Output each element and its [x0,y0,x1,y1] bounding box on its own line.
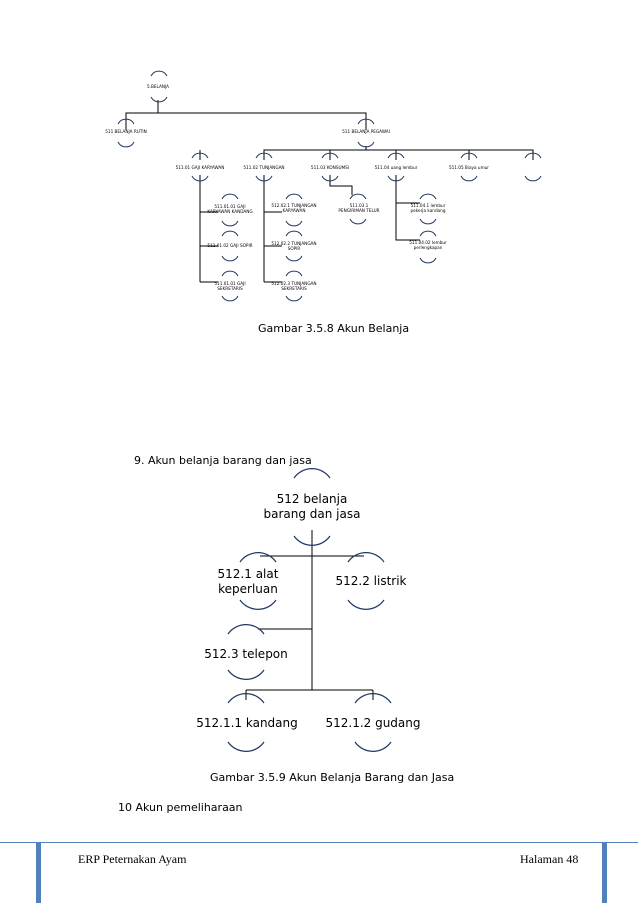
node-gaji-sopir: 511.01.02 GAJI SOPIR [207,243,253,248]
node-belanja: 5.BELANJA [147,84,169,89]
section-heading: 9. Akun belanja barang dan jasa [134,454,312,467]
figure-caption: Gambar 3.5.8 Akun Belanja [258,322,410,335]
connector-line [329,175,353,195]
node-pengiriman-telur: 511.03.1 PENGIRIMAN TELUR [338,203,380,214]
node-tunjangan-sopir: 512.02.2 TUNJANGAN SOPIR [271,241,317,252]
connector-line [245,690,374,700]
node-alat-keperluan: 512.1 alat keperluan [217,567,279,596]
node-gaji-sekretaris: 511.01.01 GAJI SEKRETARIS [214,281,246,292]
node-kandang: 512.1.1 kandang [196,716,298,730]
node-belanja-rutin: 511 BELANJA RUTIN [105,129,147,134]
node-belanja-barang-jasa: 512 belanja barang dan jasa [263,492,361,521]
connector-line [200,211,218,283]
node-telepon: 512.3 telepon [204,647,288,661]
node-gudang: 512.1.2 gudang [325,716,421,730]
footer-right-bar [602,842,607,903]
node-belanja-pegawai: 511 BELANJA PEGAWAI [342,129,390,134]
connector-line [263,146,367,160]
connector-line [395,175,420,241]
node-uang-lembur: 511.04 uang lembur [374,165,418,170]
node-gaji-karyawan: 511.01 GAJI KARYAWAN [175,165,225,170]
connector-line [125,100,159,130]
node-tunjangan: 511.02 TUNJANGAN [243,165,285,170]
page-number: Halaman 48 [520,852,579,866]
section-heading: 10 Akun pemeliharaan [118,801,243,814]
footer-title: ERP Peternakan Ayam [78,852,187,866]
footer-left-bar [36,842,41,903]
footer-rule [0,842,638,843]
node-lembur-perlengkapan: 511.04.02 lembur perlengkapan [409,240,447,251]
figure-caption: Gambar 3.5.9 Akun Belanja Barang dan Jas… [210,771,455,784]
node-tunjangan-karyawan: 512.02.1 TUNJANGAN KARYAWAN [271,203,317,214]
node-tunjangan-sekretaris: 512.02.3 TUNJANGAN SEKRETARIS [271,281,317,292]
connector-line [158,112,367,130]
node-lembur-pekerja-kandang: 511.04.1 lembur pekerja kandang [410,203,446,214]
node-konsumsi: 511.03 KONSUMSI [310,165,350,170]
node-biaya-umur: 511.05 Biaya umur [448,165,490,170]
node-listrik: 512.2 listrik [335,574,407,588]
node-gaji-karyawan-kandang: 511.01.01 GAJI KARYAWAN KANDANG [207,204,253,215]
connector-line [264,211,282,283]
connector-line [264,149,534,160]
